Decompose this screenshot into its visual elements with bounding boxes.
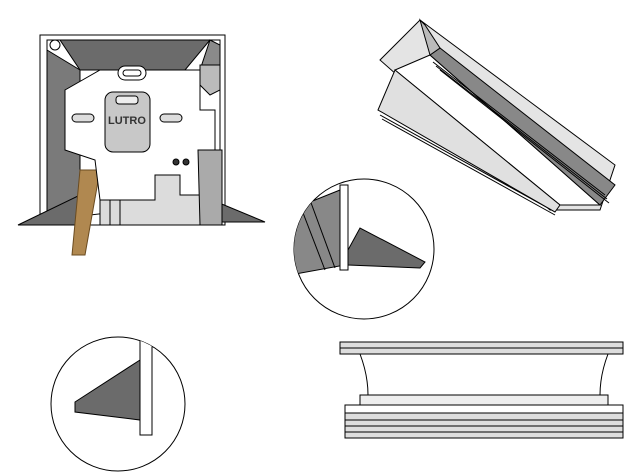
housing-view: LUTRO bbox=[17, 34, 266, 256]
profile-elevation bbox=[339, 341, 624, 439]
screw-left bbox=[71, 113, 95, 123]
logo-plate: LUTRO bbox=[104, 91, 151, 153]
flange-detail-circle bbox=[50, 336, 186, 472]
logo-text: LUTRO bbox=[108, 115, 146, 127]
extrusion-view bbox=[377, 18, 616, 216]
screw-right bbox=[159, 113, 183, 123]
edge-detail-circle bbox=[293, 178, 435, 320]
